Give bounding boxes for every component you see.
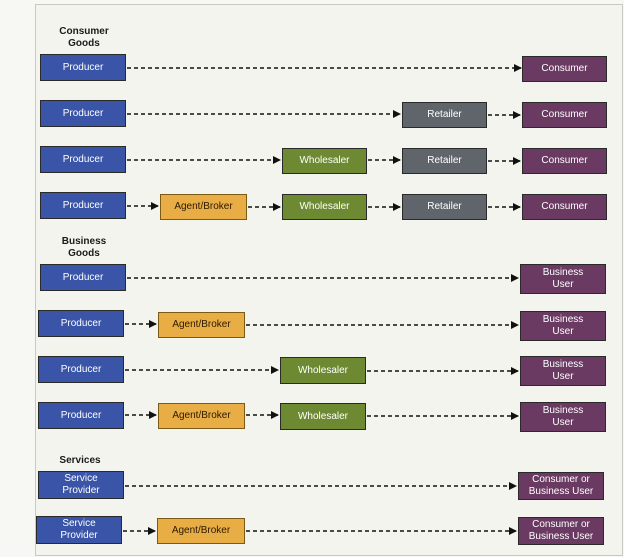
- section-header-business-goods: Business Goods: [61, 236, 107, 259]
- business-user-box: Business User: [520, 264, 606, 294]
- agent-broker-box: Agent/Broker: [158, 312, 245, 338]
- agent-broker-box: Agent/Broker: [158, 403, 245, 429]
- producer-box: Producer: [38, 402, 124, 429]
- producer-box: Producer: [40, 192, 126, 219]
- consumer-box: Consumer: [522, 102, 607, 128]
- wholesaler-box: Wholesaler: [282, 194, 367, 220]
- business-user-box: Business User: [520, 311, 606, 341]
- business-user-box: Business User: [520, 402, 606, 432]
- producer-box: Producer: [40, 54, 126, 81]
- producer-box: Producer: [40, 146, 126, 173]
- service-provider-box: Service Provider: [36, 516, 122, 544]
- consumer-or-business-user-box: Consumer or Business User: [518, 472, 604, 500]
- section-header-services: Services: [59, 455, 101, 466]
- agent-broker-box: Agent/Broker: [157, 518, 245, 544]
- consumer-box: Consumer: [522, 148, 607, 174]
- wholesaler-box: Wholesaler: [280, 403, 366, 430]
- producer-box: Producer: [40, 100, 126, 127]
- consumer-or-business-user-box: Consumer or Business User: [518, 517, 604, 545]
- producer-box: Producer: [38, 310, 124, 337]
- producer-box: Producer: [40, 264, 126, 291]
- retailer-box: Retailer: [402, 194, 487, 220]
- retailer-box: Retailer: [402, 148, 487, 174]
- retailer-box: Retailer: [402, 102, 487, 128]
- wholesaler-box: Wholesaler: [280, 357, 366, 384]
- wholesaler-box: Wholesaler: [282, 148, 367, 174]
- producer-box: Producer: [38, 356, 124, 383]
- consumer-box: Consumer: [522, 56, 607, 82]
- agent-broker-box: Agent/Broker: [160, 194, 247, 220]
- service-provider-box: Service Provider: [38, 471, 124, 499]
- business-user-box: Business User: [520, 356, 606, 386]
- consumer-box: Consumer: [522, 194, 607, 220]
- section-header-consumer-goods: Consumer Goods: [59, 26, 109, 49]
